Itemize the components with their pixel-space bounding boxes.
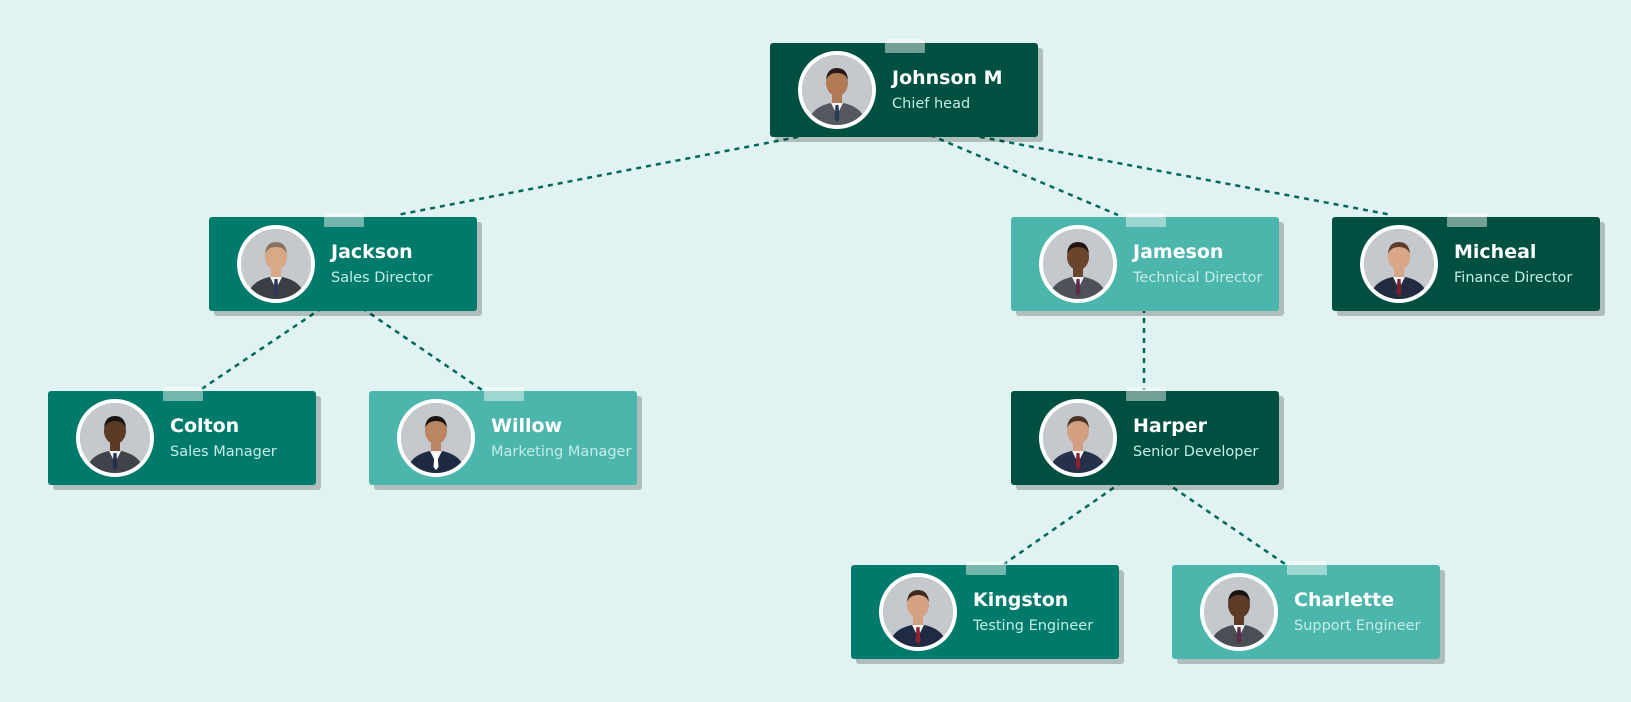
tape-decoration [484, 387, 524, 401]
node-name: Kingston [973, 589, 1069, 611]
org-node-harper[interactable]: Harper Senior Developer [1011, 387, 1279, 485]
node-title: Chief head [892, 96, 971, 112]
tape-decoration [1126, 213, 1166, 227]
avatar [76, 399, 154, 477]
connector-harper-kingston [1003, 480, 1123, 566]
node-title: Senior Developer [1133, 444, 1259, 460]
tape-decoration [324, 213, 364, 227]
tape-decoration [163, 387, 203, 401]
org-node-charlette[interactable]: Charlette Support Engineer [1172, 561, 1440, 659]
tape-decoration [885, 39, 925, 53]
connector-johnson-jackson [396, 133, 809, 217]
node-name: Jameson [1133, 241, 1224, 263]
avatar [1039, 399, 1117, 477]
org-node-kingston[interactable]: Kingston Testing Engineer [851, 561, 1119, 659]
node-name: Colton [170, 415, 240, 437]
org-node-johnson[interactable]: Johnson M Chief head [770, 39, 1038, 137]
node-name: Harper [1133, 415, 1207, 437]
org-node-micheal[interactable]: Micheal Finance Director [1332, 213, 1600, 311]
node-name: Charlette [1294, 589, 1395, 611]
connector-jackson-willow [361, 306, 483, 392]
org-node-jackson[interactable]: Jackson Sales Director [209, 213, 477, 311]
avatar [237, 225, 315, 303]
avatar [1200, 573, 1278, 651]
tape-decoration [966, 561, 1006, 575]
connector-johnson-jameson [929, 133, 1119, 217]
node-title: Sales Director [331, 270, 433, 286]
node-title: Testing Engineer [973, 618, 1094, 634]
connector-johnson-micheal [969, 133, 1393, 217]
tape-decoration [1287, 561, 1327, 575]
node-title: Technical Director [1133, 270, 1263, 286]
node-title: Support Engineer [1294, 618, 1421, 634]
org-node-willow[interactable]: Willow Marketing Manager [369, 387, 637, 485]
node-title: Finance Director [1454, 270, 1573, 286]
connector-harper-charlette [1164, 480, 1286, 566]
tape-decoration [1126, 387, 1166, 401]
org-node-colton[interactable]: Colton Sales Manager [48, 387, 316, 485]
avatar [397, 399, 475, 477]
avatar [1039, 225, 1117, 303]
node-name: Johnson M [892, 67, 1003, 89]
avatar [798, 51, 876, 129]
node-name: Micheal [1454, 241, 1537, 263]
avatar [879, 573, 957, 651]
node-name: Jackson [331, 241, 413, 263]
connector-jackson-colton [199, 306, 323, 392]
node-title: Marketing Manager [491, 444, 632, 460]
org-node-jameson[interactable]: Jameson Technical Director [1011, 213, 1279, 311]
avatar [1360, 225, 1438, 303]
tape-decoration [1447, 213, 1487, 227]
node-name: Willow [491, 415, 563, 437]
node-title: Sales Manager [170, 444, 277, 460]
